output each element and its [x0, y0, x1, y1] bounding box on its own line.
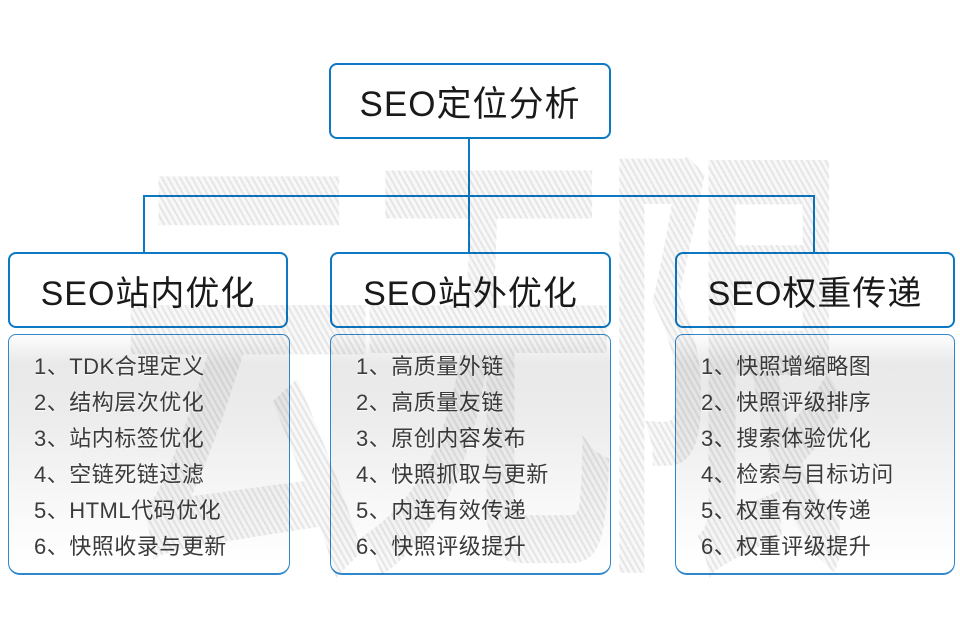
connector-drop-left: [143, 195, 145, 253]
list-item: 1、TDK合理定义: [34, 354, 205, 379]
list-item: 6、快照收录与更新: [34, 534, 227, 559]
branch-header-onsite: SEO站内优化: [8, 252, 288, 328]
list-item: 1、快照增缩略图: [701, 354, 872, 379]
connector-drop-middle: [468, 195, 470, 253]
connector-crossbar: [143, 195, 815, 197]
list-item: 3、搜索体验优化: [701, 426, 872, 451]
list-item: 1、高质量外链: [356, 354, 504, 379]
branch-header-label: SEO权重传递: [707, 274, 923, 313]
root-node-label: SEO定位分析: [359, 84, 581, 124]
branch-list-offsite: 1、高质量外链 2、高质量友链 3、原创内容发布 4、快照抓取与更新 5、内连有…: [330, 334, 611, 575]
list-item: 4、快照抓取与更新: [356, 462, 549, 487]
list-item: 2、快照评级排序: [701, 390, 872, 415]
list-item: 4、检索与目标访问: [701, 462, 894, 487]
connector-drop-right: [813, 195, 815, 253]
connector-trunk: [468, 139, 470, 197]
branch-list-onsite: 1、TDK合理定义 2、结构层次优化 3、站内标签优化 4、空链死链过滤 5、H…: [8, 334, 290, 575]
list-item: 3、站内标签优化: [34, 426, 205, 451]
branch-header-label: SEO站外优化: [363, 274, 578, 313]
root-node: SEO定位分析: [329, 63, 611, 139]
list-item: 5、HTML代码优化: [34, 498, 222, 523]
branch-header-label: SEO站内优化: [40, 274, 256, 313]
list-item: 2、结构层次优化: [34, 390, 205, 415]
list-item: 6、快照评级提升: [356, 534, 527, 559]
list-item: 4、空链死链过滤: [34, 462, 205, 487]
branch-header-offsite: SEO站外优化: [330, 252, 611, 328]
list-item: 5、权重有效传递: [701, 498, 872, 523]
branch-list-weight: 1、快照增缩略图 2、快照评级排序 3、搜索体验优化 4、检索与目标访问 5、权…: [675, 334, 955, 575]
list-item: 6、权重评级提升: [701, 534, 872, 559]
list-item: 5、内连有效传递: [356, 498, 527, 523]
branch-header-weight: SEO权重传递: [675, 252, 955, 328]
list-item: 3、原创内容发布: [356, 426, 527, 451]
list-item: 2、高质量友链: [356, 390, 504, 415]
